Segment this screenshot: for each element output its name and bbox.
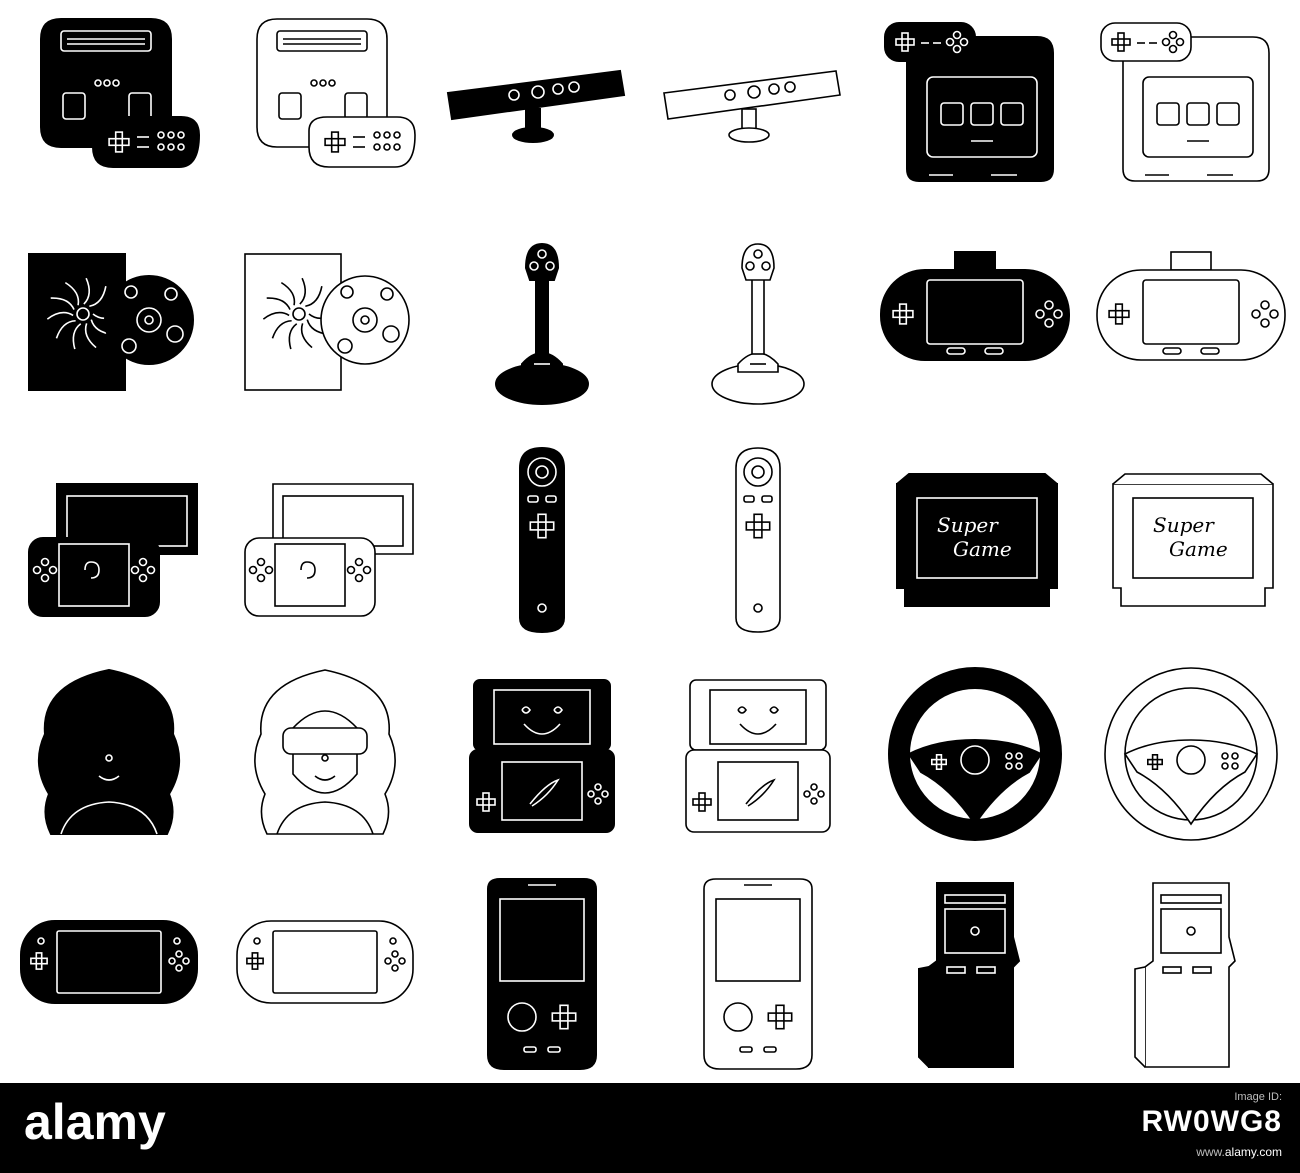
retro-console-with-gamepad-outline-icon: [217, 0, 433, 213]
portable-game-console-icon: [20, 920, 198, 1004]
motion-remote-controller-black-icon: [434, 428, 650, 644]
dual-screen-handheld-icon: [469, 679, 615, 833]
wide-handheld-console-icon: [1096, 251, 1286, 361]
woman-with-vr-glasses-black-icon: [1, 644, 217, 860]
joystick-outline-icon: [650, 214, 866, 430]
hybrid-console-with-dock-icon: [244, 483, 414, 617]
woman-with-vr-glasses-icon: [37, 668, 181, 835]
motion-sensor-bar-icon: [663, 70, 841, 143]
console-with-gamepad-black-icon: [867, 0, 1083, 213]
motion-sensor-bar-icon: [446, 69, 626, 143]
portable-game-console-outline-icon: [217, 857, 433, 1073]
joystick-icon: [711, 243, 805, 405]
cartridge-label-line1: Super: [1153, 513, 1215, 537]
hybrid-console-with-dock-icon: [28, 483, 198, 617]
alamy-logo: alamy: [20, 1093, 180, 1157]
dual-screen-handheld-icon: [685, 679, 831, 833]
retro-console-with-gamepad-black-icon: [1, 0, 217, 213]
wide-handheld-console-icon: [880, 251, 1070, 361]
site-url-domain: alamy.com: [1224, 1145, 1282, 1159]
racing-steering-wheel-outline-icon: [1083, 644, 1299, 860]
racing-steering-wheel-icon: [888, 667, 1062, 841]
game-box-with-disc-black-icon: [1, 214, 217, 430]
cartridge-label-line2: Game: [953, 537, 1012, 561]
joystick-black-icon: [434, 214, 650, 430]
image-id-label: Image ID:: [1234, 1091, 1282, 1103]
image-id: RW0WG8: [1141, 1105, 1282, 1138]
retro-console-with-gamepad-icon: [256, 18, 416, 168]
cartridge-label-line2: Game: [1169, 537, 1228, 561]
retro-console-with-gamepad-icon: [40, 18, 201, 168]
game-box-with-disc-outline-icon: [217, 214, 433, 430]
wide-handheld-console-outline-icon: [1083, 214, 1299, 430]
console-with-gamepad-icon: [1100, 22, 1270, 182]
hybrid-console-with-dock-black-icon: [1, 428, 217, 644]
svg-text:alamy: alamy: [24, 1094, 166, 1150]
dual-screen-handheld-black-icon: [434, 644, 650, 860]
woman-with-vr-glasses-icon: [254, 669, 396, 835]
arcade-cabinet-icon: [918, 882, 1021, 1068]
racing-steering-wheel-black-icon: [867, 644, 1083, 860]
site-url-prefix: www.: [1196, 1145, 1225, 1159]
motion-remote-controller-outline-icon: [650, 428, 866, 644]
handheld-game-device-icon: [703, 878, 813, 1070]
hybrid-console-with-dock-outline-icon: [217, 428, 433, 644]
watermark-bar: alamy Image ID: RW0WG8 www.alamy.com: [0, 1083, 1300, 1173]
handheld-game-device-outline-icon: [650, 857, 866, 1073]
portable-game-console-black-icon: [1, 857, 217, 1073]
arcade-cabinet-icon: [1134, 882, 1236, 1068]
wide-handheld-console-black-icon: [867, 214, 1083, 430]
motion-sensor-bar-black-icon: [434, 0, 650, 213]
site-url: www.alamy.com: [1196, 1145, 1282, 1159]
image-id-block: Image ID:: [1234, 1091, 1282, 1103]
racing-steering-wheel-icon: [1104, 667, 1278, 841]
handheld-game-device-black-icon: [434, 857, 650, 1073]
arcade-cabinet-outline-icon: [1083, 857, 1299, 1073]
dual-screen-handheld-outline-icon: [650, 644, 866, 860]
console-with-gamepad-icon: [884, 22, 1054, 182]
console-with-gamepad-outline-icon: [1083, 0, 1299, 213]
woman-with-vr-glasses-outline-icon: [217, 644, 433, 860]
arcade-cabinet-black-icon: [867, 857, 1083, 1073]
motion-remote-controller-icon: [519, 446, 565, 634]
portable-game-console-icon: [236, 920, 414, 1004]
cartridge-label-line1: Super: [937, 513, 999, 537]
motion-sensor-bar-outline-icon: [650, 0, 866, 213]
game-box-with-disc-icon: [244, 253, 410, 391]
game-box-with-disc-icon: [28, 253, 194, 391]
handheld-game-device-icon: [487, 878, 597, 1070]
joystick-icon: [495, 242, 589, 405]
motion-remote-controller-icon: [735, 447, 781, 633]
